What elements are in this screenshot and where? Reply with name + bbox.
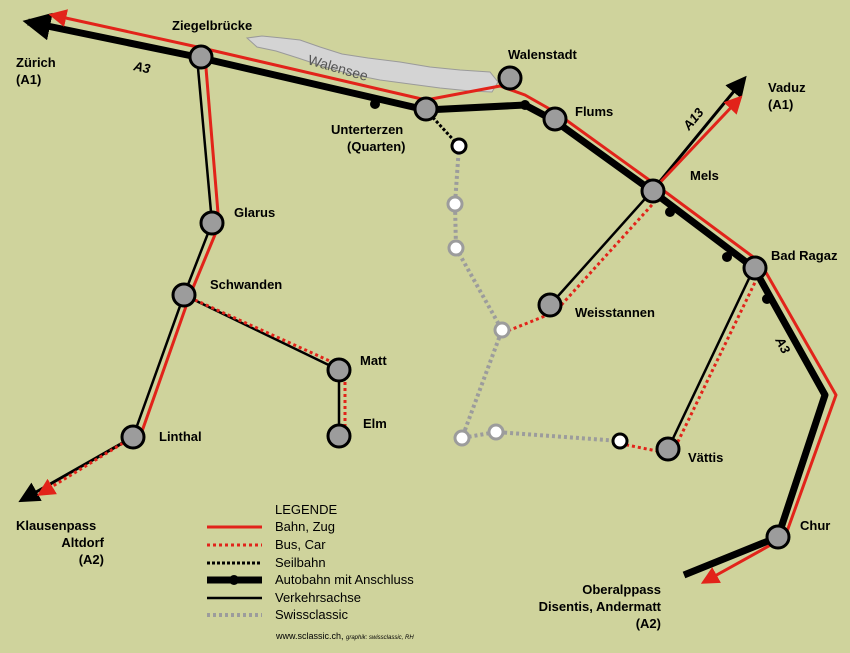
- credit-site: www.sclassic.ch,: [275, 631, 344, 641]
- legend-title: LEGENDE: [275, 502, 337, 517]
- legend-label-bus: Bus, Car: [275, 537, 326, 552]
- label-vaettis: Vättis: [688, 450, 723, 465]
- cable-car-stations: [450, 137, 629, 450]
- label-vaduz-road: (A1): [768, 97, 793, 112]
- station-unterterzen: [413, 96, 439, 122]
- label-flums: Flums: [575, 104, 613, 119]
- bus-routes: [36, 194, 762, 496]
- station-weisstannen: [537, 292, 563, 318]
- highway-interchanges: [370, 99, 772, 304]
- station-ziegelbruecke: [188, 44, 214, 70]
- label-chur: Chur: [800, 518, 830, 533]
- label-klausenpass: Klausenpass: [16, 518, 96, 533]
- label-glarus: Glarus: [234, 205, 275, 220]
- label-mels: Mels: [690, 168, 719, 183]
- lake-walensee: [245, 35, 499, 93]
- label-ziegelbruecke: Ziegelbrücke: [172, 18, 252, 33]
- label-altdorf: Altdorf: [61, 535, 104, 550]
- station-linthal: [120, 424, 146, 450]
- stations: [120, 44, 791, 550]
- legend-label-swissclassic: Swissclassic: [275, 607, 348, 622]
- label-vaduz: Vaduz: [768, 80, 806, 95]
- station-chur: [765, 524, 791, 550]
- road-label-a3-west: A3: [131, 58, 152, 76]
- label-oberalppass: Oberalppass: [582, 582, 661, 597]
- label-schwanden: Schwanden: [210, 277, 282, 292]
- label-quarten: (Quarten): [347, 139, 406, 154]
- station-glarus: [199, 210, 225, 236]
- legend-label-road: Verkehrsachse: [275, 590, 361, 605]
- station-flums: [542, 106, 568, 132]
- station-schwanden: [171, 282, 197, 308]
- station-matt: [326, 357, 352, 383]
- station-mels: [640, 178, 666, 204]
- legend-label-highway: Autobahn mit Anschluss: [275, 572, 414, 587]
- station-elm: [326, 423, 352, 449]
- station-walenstadt: [497, 65, 523, 91]
- label-zuerich: Zürich: [16, 55, 56, 70]
- label-klausenpass-road: (A2): [79, 552, 104, 567]
- label-matt: Matt: [360, 353, 387, 368]
- rail-lines: [48, 9, 838, 584]
- label-disentis: Disentis, Andermatt: [539, 599, 662, 614]
- station-bad-ragaz: [742, 255, 768, 281]
- swissclassic-routes: [452, 145, 621, 443]
- legend-swatch-interchange: [229, 575, 239, 585]
- label-weisstannen: Weisstannen: [575, 305, 655, 320]
- station-vaettis: [655, 436, 681, 462]
- legend-label-rail: Bahn, Zug: [275, 519, 335, 534]
- legend-label-cable: Seilbahn: [275, 555, 326, 570]
- label-oberalppass-road: (A2): [636, 616, 661, 631]
- label-zuerich-road: (A1): [16, 72, 41, 87]
- swissclassic-waypoints: [446, 195, 511, 447]
- label-unterterzen: Unterterzen: [331, 122, 403, 137]
- credit-note: graphik: swissclassic, RH: [346, 635, 414, 641]
- label-bad-ragaz: Bad Ragaz: [771, 248, 838, 263]
- legend: LEGENDE Bahn, Zug Bus, Car Seilbahn Auto…: [207, 502, 414, 622]
- label-linthal: Linthal: [159, 429, 202, 444]
- label-walenstadt: Walenstadt: [508, 47, 578, 62]
- roads: [131, 56, 756, 450]
- label-elm: Elm: [363, 416, 387, 431]
